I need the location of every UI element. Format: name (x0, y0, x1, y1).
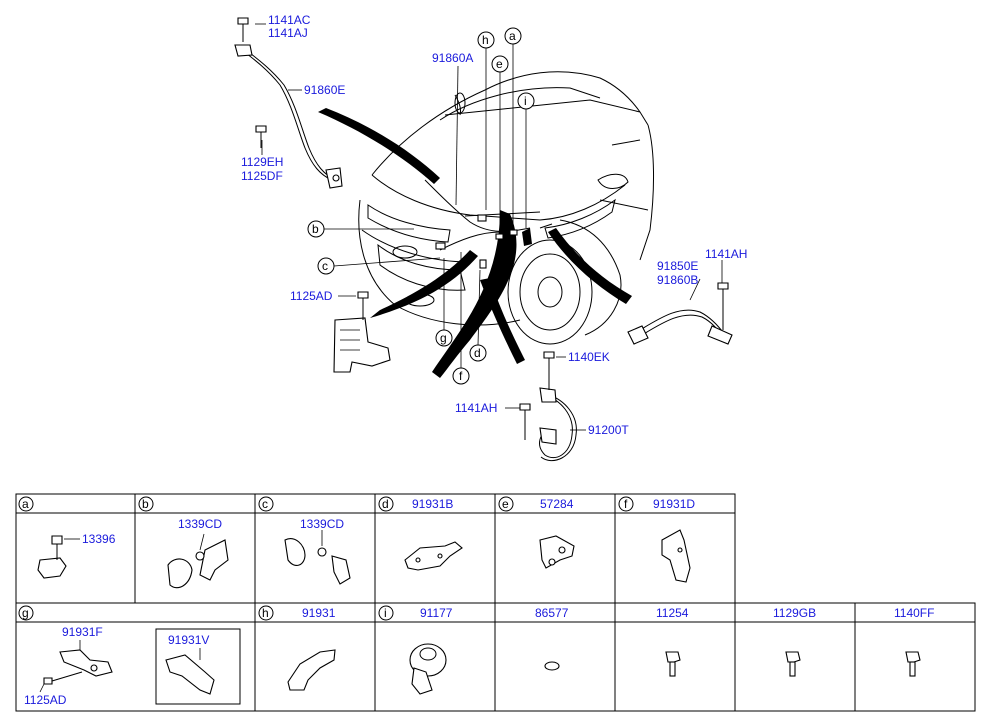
label-91860a: 91860A (432, 51, 473, 65)
cell-86577-content (544, 661, 560, 671)
label-1141aj: 1141AJ (268, 26, 308, 40)
label-1125ad: 1125AD (290, 289, 333, 303)
cell-h-content (287, 649, 336, 691)
cell-h-title: 91931 (302, 606, 336, 620)
label-1141ah-right: 1141AH (705, 247, 747, 261)
cell-1129gb-content (785, 651, 801, 677)
cell-b-content: 1339CD (167, 517, 229, 589)
cell-86577-title: 86577 (535, 606, 569, 620)
leader-lines (255, 23, 723, 431)
circle-letter-f: f (459, 369, 463, 383)
cable-91850e (627, 282, 733, 345)
cell-d-content (404, 541, 463, 571)
circle-letter-a: a (509, 29, 516, 43)
cell-a-content: 13396 (37, 532, 116, 579)
cell-e-title: 57284 (540, 497, 574, 511)
cell-f-letter: f (624, 497, 628, 511)
cell-1140ff-content (905, 651, 921, 677)
bolt-1129eh (255, 125, 267, 148)
parts-table (15, 493, 976, 712)
cell-a-part: 13396 (82, 532, 116, 546)
circle-letter-c: c (322, 259, 328, 273)
circle-letter-d: d (474, 346, 481, 360)
cell-d-title: 91931B (412, 497, 453, 511)
bolt-1141ac (237, 17, 249, 42)
cell-c-part: 1339CD (300, 517, 344, 531)
cell-g-part-bottom: 1125AD (24, 693, 67, 707)
cell-c-content: 1339CD (284, 517, 351, 585)
cell-i-content (409, 643, 447, 695)
label-1125df: 1125DF (241, 169, 283, 183)
bracket-assembly (333, 291, 391, 373)
callout-labels: 1141AC 1141AJ 91860E 1129EH 1125DF 91860… (241, 13, 747, 437)
cell-11254-title: 11254 (656, 606, 689, 620)
callout-circles: h a e i b c g d f (307, 27, 535, 385)
cell-g-letter: g (22, 606, 29, 620)
cell-1129gb-title: 1129GB (773, 606, 816, 620)
circle-letter-g: g (440, 331, 447, 345)
label-1141ah-bottom: 1141AH (455, 401, 497, 415)
label-1141ac: 1141AC (268, 13, 311, 27)
cell-e-content (539, 535, 575, 569)
cell-h-letter: h (262, 606, 269, 620)
cell-i-title: 91177 (420, 606, 453, 620)
table-row2-headers: g h 91931 i 91177 86577 11254 1129GB 114… (18, 605, 934, 621)
cell-a-letter: a (22, 497, 29, 511)
circle-letter-b: b (312, 222, 319, 236)
engine-bay-harness (424, 179, 553, 269)
label-1140ek: 1140EK (568, 350, 610, 364)
circle-letter-h: h (482, 33, 489, 47)
car-body (358, 71, 655, 345)
cell-g-part-box: 91931V (168, 633, 209, 647)
table-row1-headers: a b c d 91931B e 57284 f 91931D (18, 496, 695, 512)
cell-g-part-top: 91931F (62, 625, 103, 639)
cable-91860e (234, 44, 343, 189)
cell-d-letter: d (382, 497, 389, 511)
cell-11254-content (665, 651, 681, 677)
harness-bands (318, 108, 632, 378)
label-91200t: 91200T (588, 423, 629, 437)
label-91850e: 91850E (657, 259, 698, 273)
label-91860b: 91860B (657, 273, 698, 287)
circle-letter-e: e (496, 57, 503, 71)
cell-b-letter: b (142, 497, 149, 511)
cell-f-title: 91931D (653, 497, 695, 511)
cell-g-content: 91931F 1125AD 91931V (24, 625, 241, 707)
cell-f-content (661, 529, 691, 583)
circle-letter-i: i (524, 94, 527, 108)
cell-i-letter: i (384, 606, 387, 620)
label-1129eh: 1129EH (241, 155, 283, 169)
cell-b-part: 1339CD (178, 517, 222, 531)
label-91860e: 91860E (304, 83, 345, 97)
cell-1140ff-title: 1140FF (894, 606, 934, 620)
cell-e-letter: e (502, 497, 509, 511)
cable-91200t (519, 351, 577, 462)
cell-c-letter: c (262, 497, 268, 511)
